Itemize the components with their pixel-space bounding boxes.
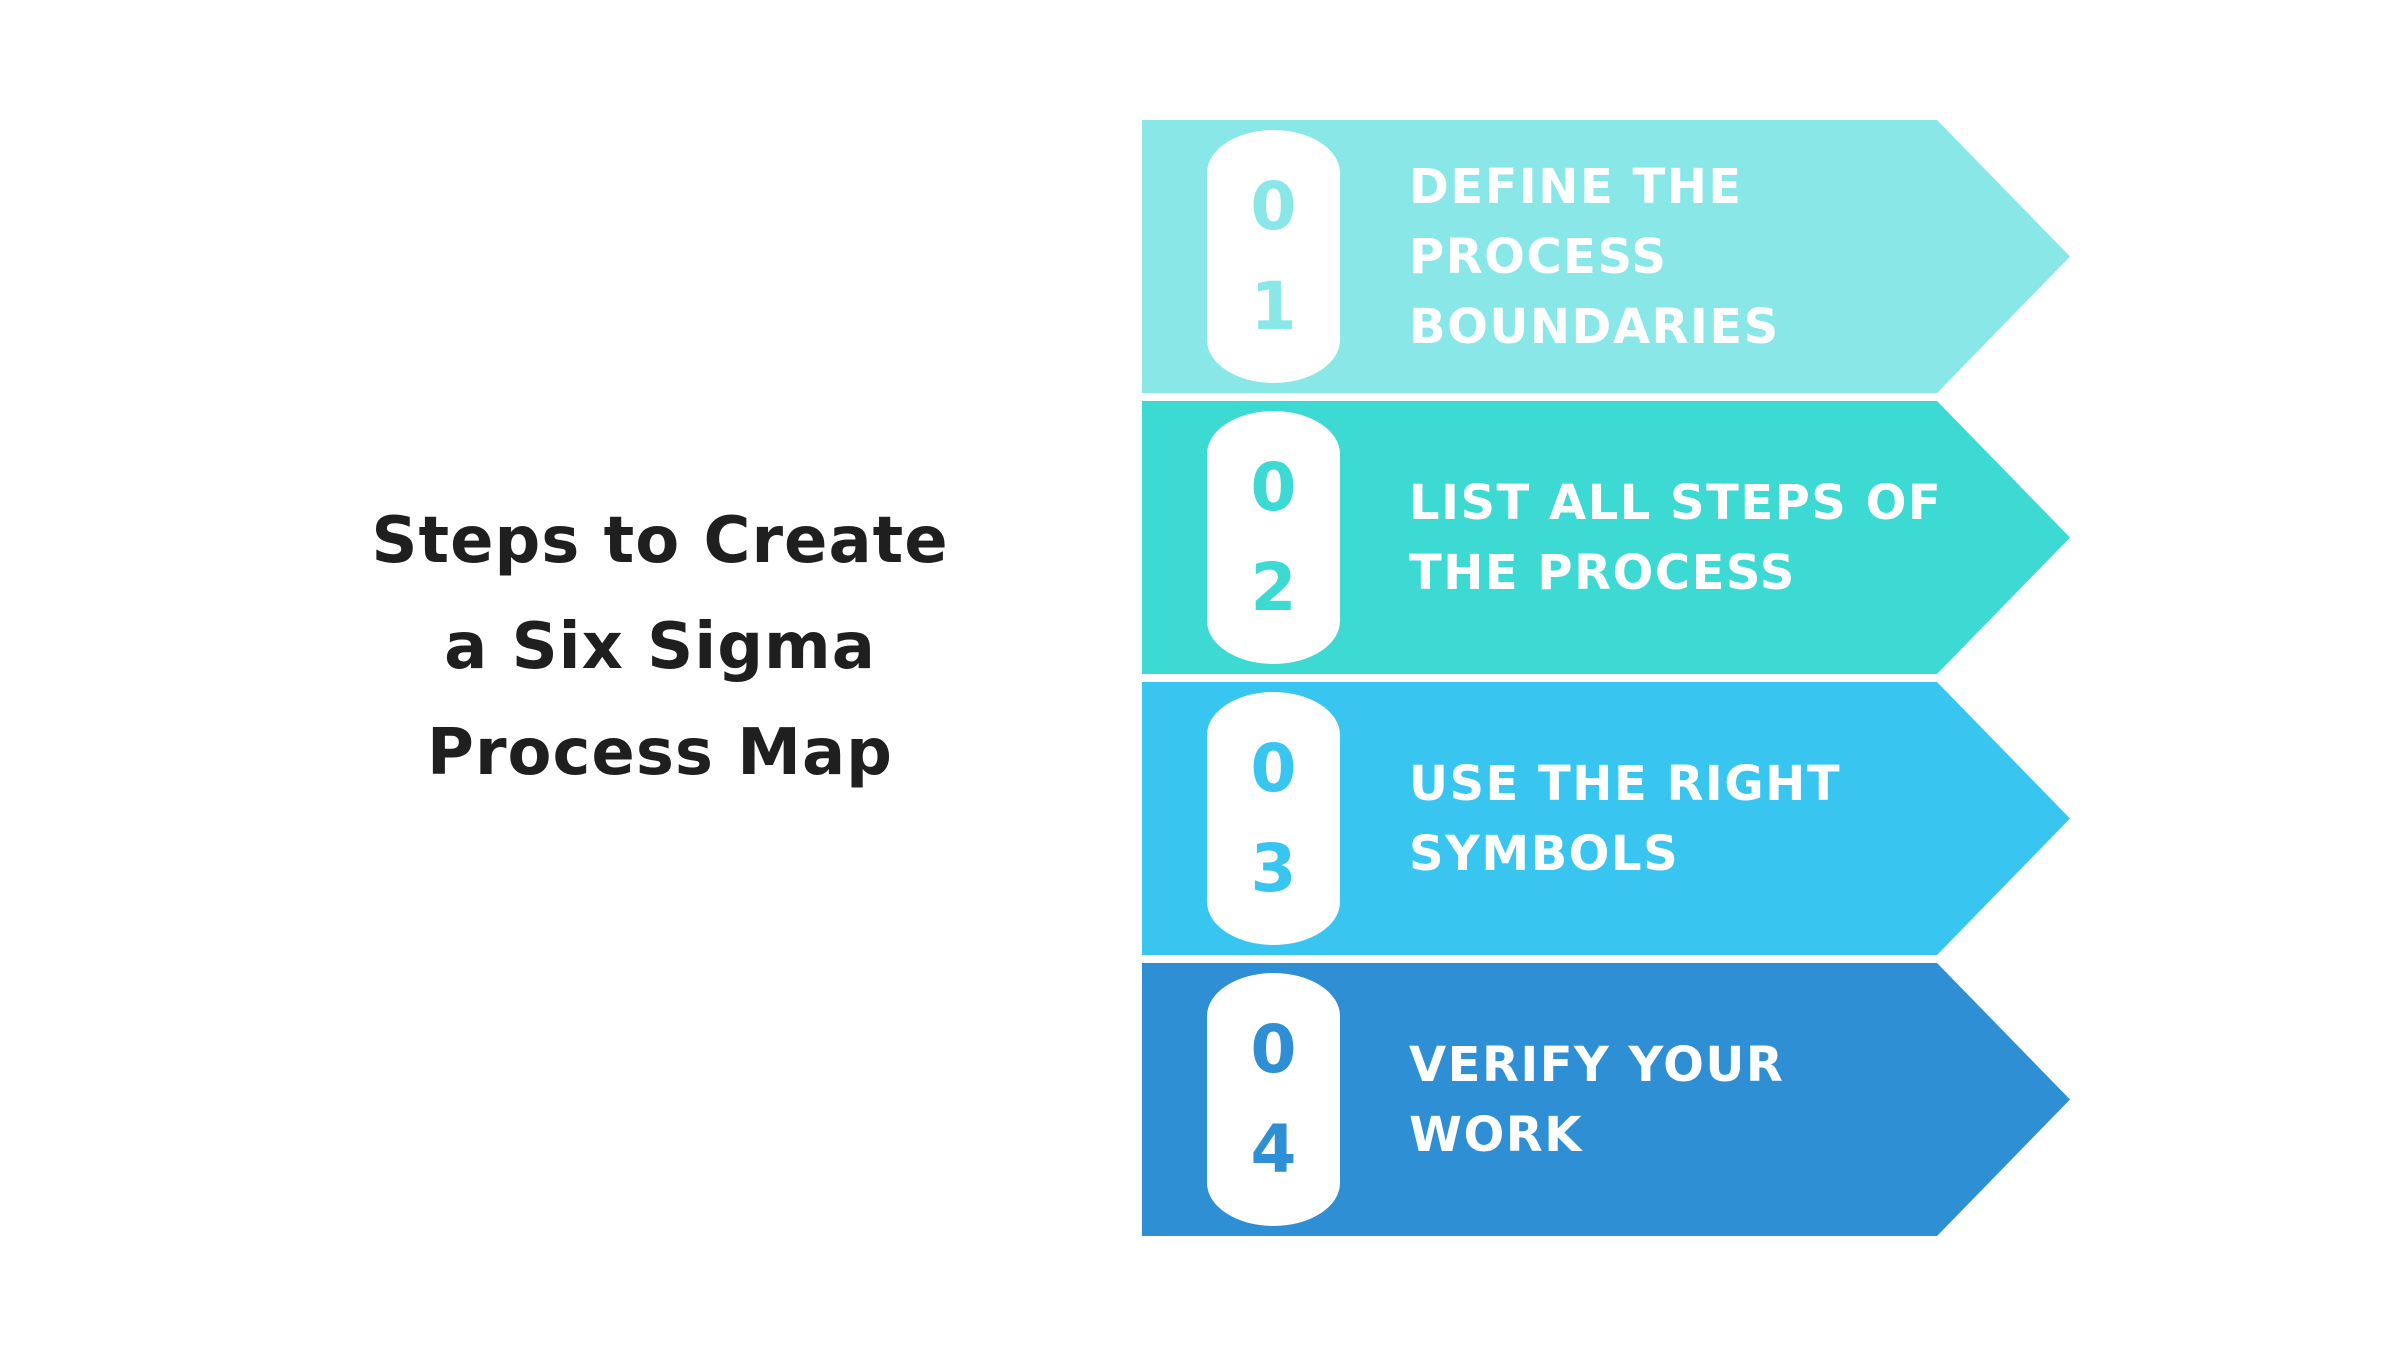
step-number-badge: 0 4 — [1207, 973, 1340, 1226]
step-banner-1: 0 1 DEFINE THE PROCESS BOUNDARIES — [1142, 120, 2070, 393]
step-number-badge: 0 1 — [1207, 130, 1340, 383]
step-label: DEFINE THE PROCESS BOUNDARIES — [1409, 158, 1780, 355]
step-banner-3: 0 3 USE THE RIGHT SYMBOLS — [1142, 682, 2070, 955]
step-number-badge: 0 3 — [1207, 692, 1340, 945]
step-label: USE THE RIGHT SYMBOLS — [1409, 755, 1842, 882]
step-number: 0 3 — [1250, 729, 1297, 907]
step-label: VERIFY YOUR WORK — [1409, 1036, 1785, 1163]
step-number-badge: 0 2 — [1207, 411, 1340, 664]
step-number: 0 1 — [1250, 167, 1297, 345]
step-banner-4: 0 4 VERIFY YOUR WORK — [1142, 963, 2070, 1236]
step-label: LIST ALL STEPS OF THE PROCESS — [1409, 474, 1943, 601]
step-banner-2: 0 2 LIST ALL STEPS OF THE PROCESS — [1142, 401, 2070, 674]
step-number: 0 2 — [1250, 448, 1297, 626]
page-title: Steps to Create a Six Sigma Process Map — [371, 504, 949, 790]
step-number: 0 4 — [1250, 1010, 1297, 1188]
